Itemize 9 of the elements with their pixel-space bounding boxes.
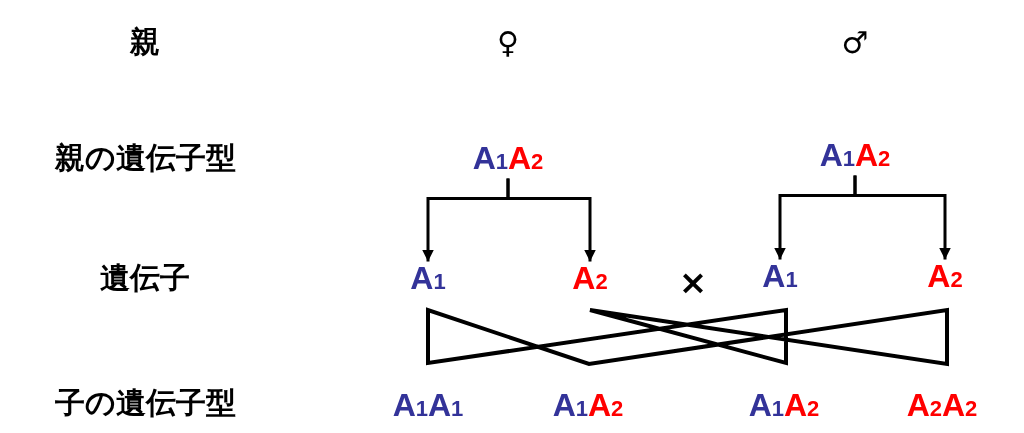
label: 親 xyxy=(130,22,160,61)
branch-arrow xyxy=(853,175,951,260)
label: 遺伝子 xyxy=(100,258,190,297)
branch-arrow xyxy=(506,178,596,262)
label: 親の遺伝子型 xyxy=(54,138,236,177)
male-symbol: ♂ xyxy=(841,24,869,60)
label: 子の遺伝子型 xyxy=(54,383,236,422)
cross-symbol: × xyxy=(678,262,708,302)
female-symbol: ♀ xyxy=(497,24,519,60)
